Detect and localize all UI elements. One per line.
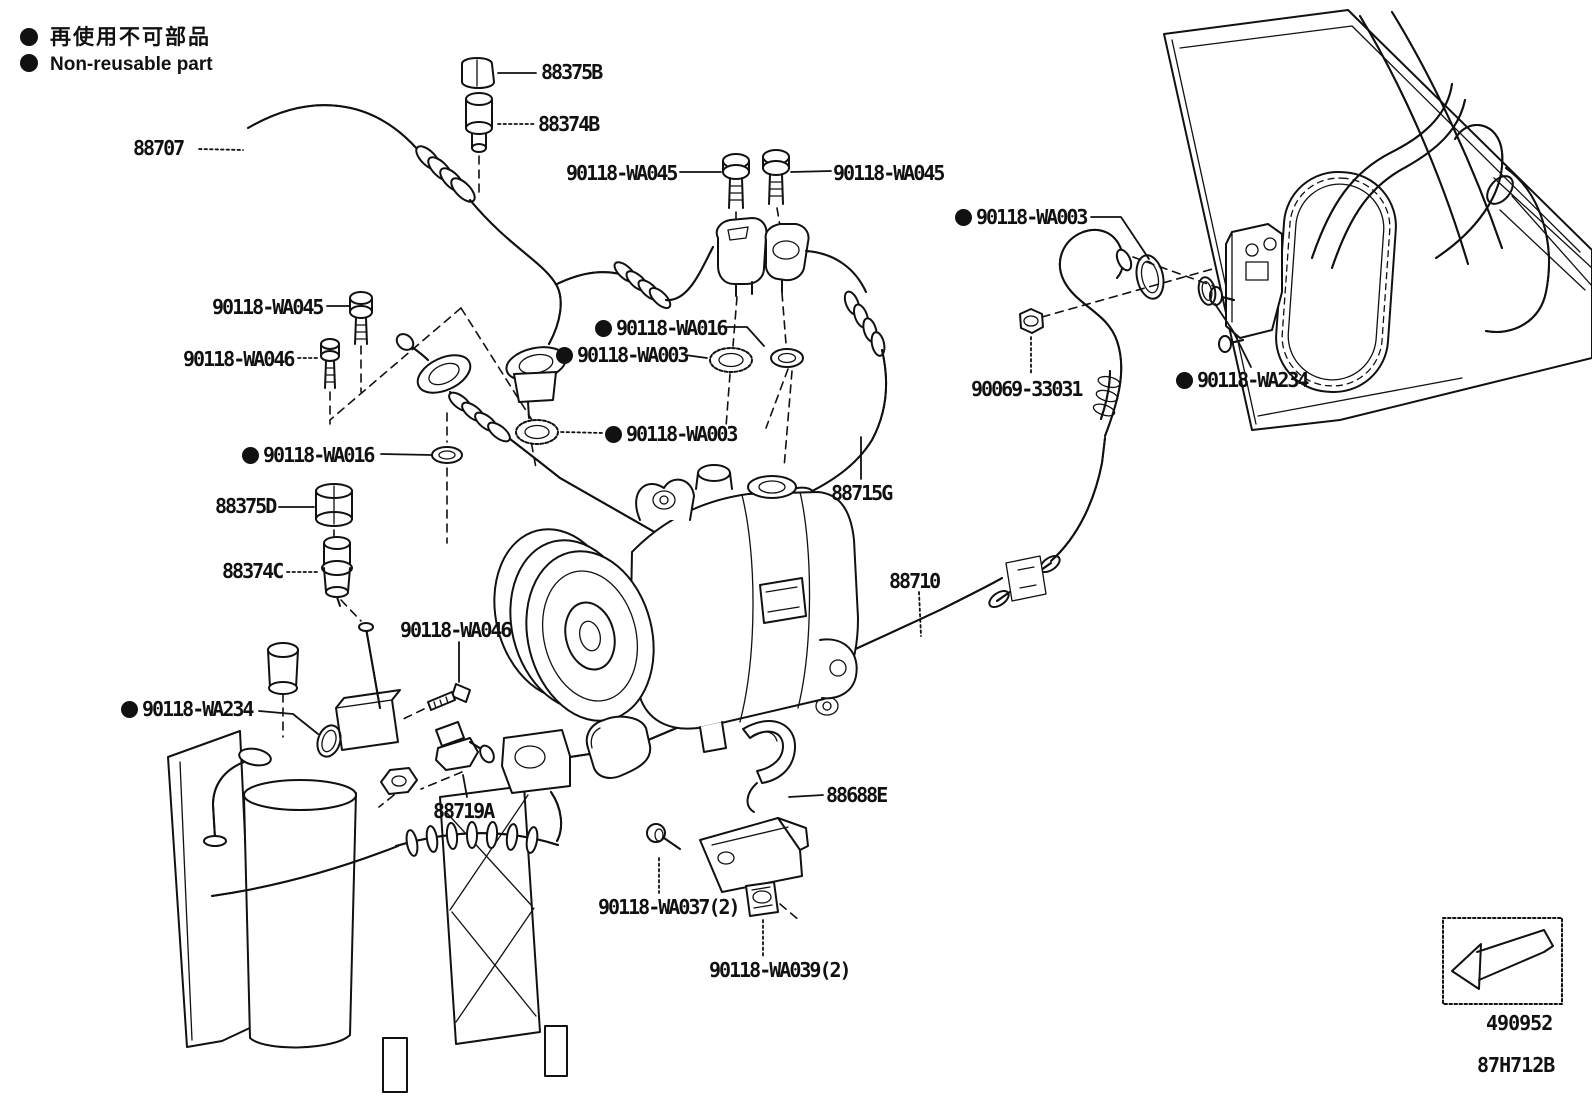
direction-arrow-box: [1442, 917, 1563, 1005]
washer-wa003-lower-part: [515, 419, 559, 445]
part-label-wa037: 90118-WA037(2): [598, 895, 741, 919]
compressor-pulley: [493, 528, 655, 722]
drawing-code: 87H712B: [1477, 1053, 1555, 1077]
hvac-evaporator-unit: [1163, 9, 1592, 431]
part-label-88710: 88710: [889, 569, 941, 593]
right-side-seals: [1019, 254, 1217, 334]
part-label-wa016-upper: 90118-WA016: [595, 317, 728, 339]
part-label-88719A: 88719A: [433, 799, 495, 823]
valve-core-88374B-part: [465, 92, 493, 153]
mid-left-bolts: [320, 291, 373, 389]
non-reusable-dot: [556, 347, 573, 364]
receiver-drier-assembly: [167, 622, 652, 1093]
bolt-wa045-top-left-part: [722, 153, 750, 209]
non-reusable-dot: [1176, 372, 1193, 389]
part-label-wa046-mid: 90118-WA046: [183, 347, 295, 371]
part-label-wa046-lower: 90118-WA046: [400, 618, 512, 642]
cap-88375D-part: [315, 483, 353, 527]
suction-hose-88707: [247, 57, 567, 419]
compressor: [493, 464, 859, 753]
liquid-pipe-88710: [628, 228, 1133, 749]
part-label-90069-33031: 90069-33031: [971, 377, 1083, 401]
bolt-wa045-top-right-part: [762, 149, 790, 205]
oring-wa016-lower-part: [431, 446, 463, 464]
non-reusable-dot: [605, 426, 622, 443]
figure-number: 490952: [1486, 1011, 1553, 1035]
part-label-wa016-lower: 90118-WA016: [242, 444, 375, 466]
part-label-88688E: 88688E: [826, 783, 888, 807]
part-label-88375D: 88375D: [215, 494, 277, 518]
cap-88375B-part: [461, 57, 495, 89]
bolt-wa037-part: [646, 823, 681, 850]
bolt-wa046-mid-part: [320, 338, 340, 389]
part-label-wa045-top-left: 90118-WA045: [566, 161, 678, 185]
part-label-88374B: 88374B: [538, 112, 600, 136]
legend-non-reusable-jp: 再使用不可部品: [20, 27, 211, 48]
oring-wa234-left-part: [316, 724, 342, 758]
non-reusable-dot: [242, 447, 259, 464]
clip-wa039-part: [745, 881, 779, 917]
part-label-wa234-right: 90118-WA234: [1176, 369, 1309, 391]
bolt-wa045-mid-part: [349, 291, 373, 345]
legend-non-reusable-en: Non-reusable part: [20, 54, 213, 74]
non-reusable-dot: [121, 701, 138, 718]
non-reusable-dot: [20, 54, 38, 72]
nut-on-drier-part: [380, 767, 418, 795]
part-label-88707: 88707: [133, 136, 185, 160]
oring-wa016-upper-part: [770, 348, 804, 368]
part-label-88374C: 88374C: [222, 559, 284, 583]
direction-arrow-icon: [1451, 929, 1554, 990]
part-label-88715G: 88715G: [831, 481, 893, 505]
suction-elbow-and-pipe: [395, 333, 673, 543]
pipe-clamp-88688E-assembly: [646, 720, 809, 917]
nut-90069-33031: [1019, 308, 1044, 334]
part-label-88375B: 88375B: [541, 60, 603, 84]
part-label-wa045-mid: 90118-WA045: [212, 295, 324, 319]
part-label-wa003-upper: 90118-WA003: [556, 344, 689, 366]
assembly-dashed-lines: [282, 155, 1250, 922]
lower-seals: [315, 419, 559, 607]
part-label-wa039: 90118-WA039(2): [709, 958, 852, 982]
bolt-wa046-lower-part: [427, 683, 471, 711]
leader-lines: [198, 72, 1252, 957]
non-reusable-dot: [20, 28, 38, 46]
pressure-switch-88719A-part: [435, 721, 495, 771]
part-label-wa045-top-right: 90118-WA045: [833, 161, 945, 185]
non-reusable-dot: [955, 209, 972, 226]
part-label-wa003-lower: 90118-WA003: [605, 423, 738, 445]
washer-wa003-upper-part: [709, 347, 753, 373]
non-reusable-dot: [595, 320, 612, 337]
valve-core-88374C-part: [321, 536, 353, 607]
part-label-wa234-left: 90118-WA234: [121, 698, 254, 720]
part-label-wa003-right: 90118-WA003: [955, 206, 1088, 228]
